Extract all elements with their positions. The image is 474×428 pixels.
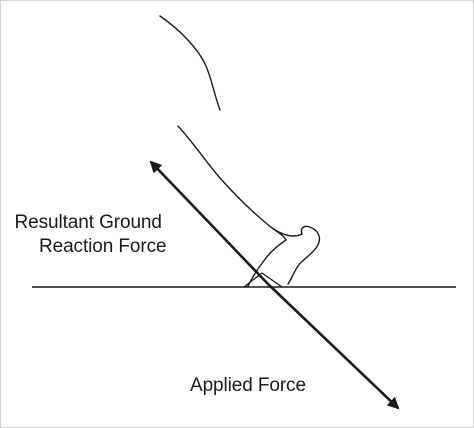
contact-mark	[243, 272, 283, 288]
resultant-label-line2: Reaction Force	[39, 236, 167, 257]
applied-force-label: Applied Force	[190, 375, 306, 396]
foot-heel	[287, 225, 321, 285]
foot-outline-back	[177, 125, 303, 237]
resultant-ground-reaction-force-label: Resultant Ground Reaction Force	[10, 211, 167, 259]
resultant-label-line1: Resultant Ground	[14, 212, 162, 233]
foot-outline-front	[159, 15, 221, 111]
foot-toe	[247, 227, 287, 287]
reaction-force-arrow	[149, 160, 269, 285]
applied-force-arrow	[267, 283, 400, 410]
